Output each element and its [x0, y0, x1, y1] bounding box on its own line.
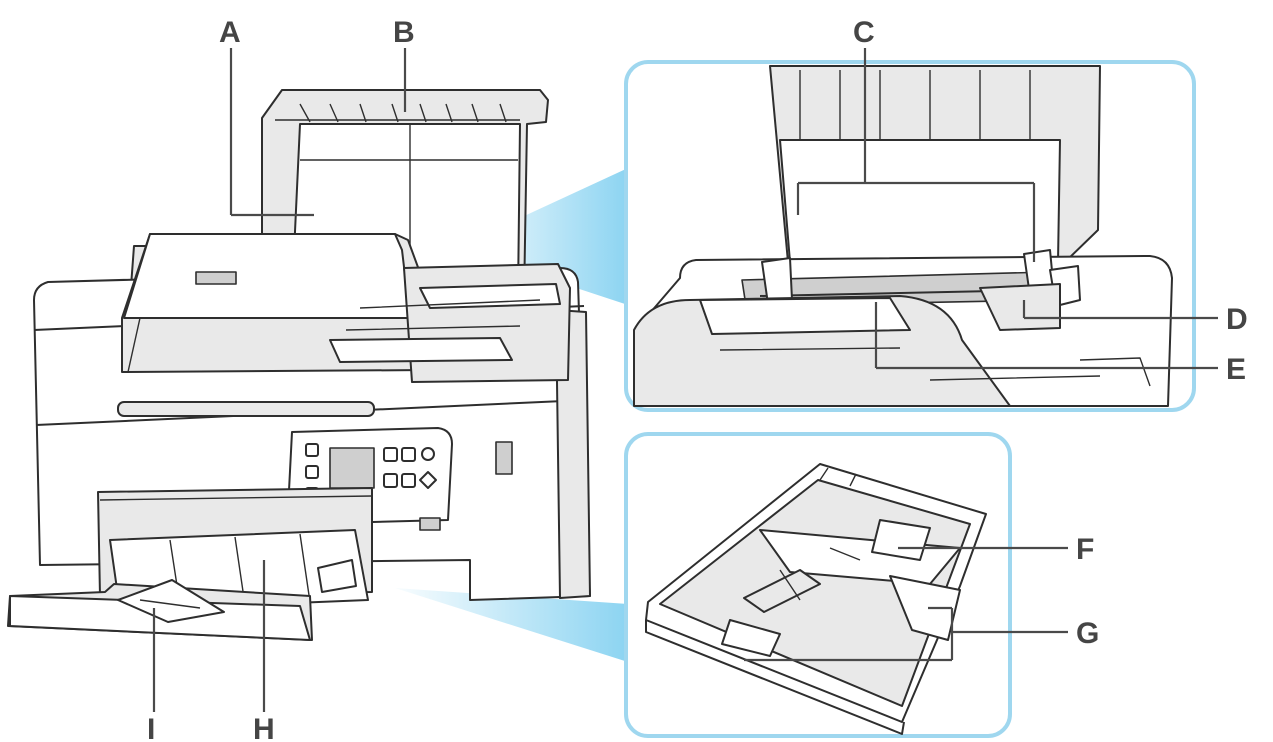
printer-main-illustration: [7, 89, 591, 641]
label-d: D: [1226, 303, 1248, 336]
label-i: I: [147, 713, 155, 742]
label-b: B: [393, 16, 415, 49]
label-f: F: [1076, 533, 1094, 566]
label-g: G: [1076, 617, 1099, 650]
label-h: H: [253, 713, 275, 742]
label-a: A: [219, 16, 241, 49]
zoom-beam-cassette: [395, 588, 628, 662]
cassette-closeup-illustration: [645, 463, 987, 735]
label-c: C: [853, 16, 875, 49]
zoom-beam-rear-tray: [455, 168, 628, 305]
leader-lines: [152, 48, 1218, 712]
label-e: E: [1226, 353, 1246, 386]
